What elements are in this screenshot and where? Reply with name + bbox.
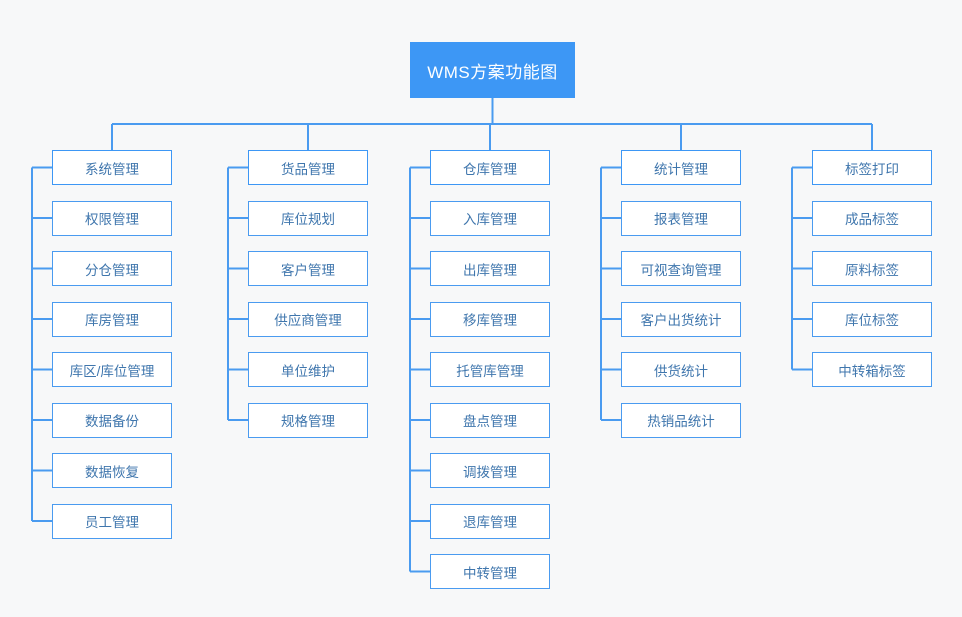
node-label-printing-1[interactable]: 成品标签 bbox=[812, 200, 932, 236]
node-statistics-management-1[interactable]: 报表管理 bbox=[621, 200, 741, 236]
node-label-printing-4[interactable]: 中转箱标签 bbox=[812, 352, 932, 387]
node-goods-management-3[interactable]: 供应商管理 bbox=[248, 301, 368, 337]
node-goods-management-1[interactable]: 库位规划 bbox=[248, 200, 368, 236]
node-warehouse-management-5[interactable]: 盘点管理 bbox=[430, 402, 550, 438]
node-warehouse-management-1[interactable]: 入库管理 bbox=[430, 200, 550, 236]
node-system-management-6[interactable]: 数据恢复 bbox=[52, 453, 172, 488]
node-system-management-5[interactable]: 数据备份 bbox=[52, 402, 172, 438]
branch-head-statistics-management[interactable]: 统计管理 bbox=[621, 150, 741, 185]
node-label-printing-2[interactable]: 原料标签 bbox=[812, 251, 932, 286]
node-warehouse-management-4[interactable]: 托管库管理 bbox=[430, 352, 550, 387]
node-warehouse-management-6[interactable]: 调拨管理 bbox=[430, 453, 550, 488]
node-label-printing-3[interactable]: 库位标签 bbox=[812, 301, 932, 337]
branch-head-label-printing[interactable]: 标签打印 bbox=[812, 150, 932, 185]
branch-head-system-management[interactable]: 系统管理 bbox=[52, 150, 172, 185]
node-statistics-management-4[interactable]: 供货统计 bbox=[621, 352, 741, 387]
node-system-management-3[interactable]: 库房管理 bbox=[52, 301, 172, 337]
node-goods-management-4[interactable]: 单位维护 bbox=[248, 352, 368, 387]
node-system-management-2[interactable]: 分仓管理 bbox=[52, 251, 172, 286]
branch-head-warehouse-management[interactable]: 仓库管理 bbox=[430, 150, 550, 185]
node-statistics-management-2[interactable]: 可视查询管理 bbox=[621, 251, 741, 286]
node-statistics-management-3[interactable]: 客户出货统计 bbox=[621, 301, 741, 337]
node-goods-management-5[interactable]: 规格管理 bbox=[248, 402, 368, 438]
node-system-management-4[interactable]: 库区/库位管理 bbox=[52, 352, 172, 387]
root-node[interactable]: WMS方案功能图 bbox=[410, 42, 575, 98]
node-warehouse-management-2[interactable]: 出库管理 bbox=[430, 251, 550, 286]
node-system-management-7[interactable]: 员工管理 bbox=[52, 503, 172, 539]
node-goods-management-2[interactable]: 客户管理 bbox=[248, 251, 368, 286]
node-statistics-management-5[interactable]: 热销品统计 bbox=[621, 402, 741, 438]
node-warehouse-management-3[interactable]: 移库管理 bbox=[430, 301, 550, 337]
node-system-management-1[interactable]: 权限管理 bbox=[52, 200, 172, 236]
node-warehouse-management-7[interactable]: 退库管理 bbox=[430, 503, 550, 539]
branch-head-goods-management[interactable]: 货品管理 bbox=[248, 150, 368, 185]
node-warehouse-management-8[interactable]: 中转管理 bbox=[430, 554, 550, 589]
